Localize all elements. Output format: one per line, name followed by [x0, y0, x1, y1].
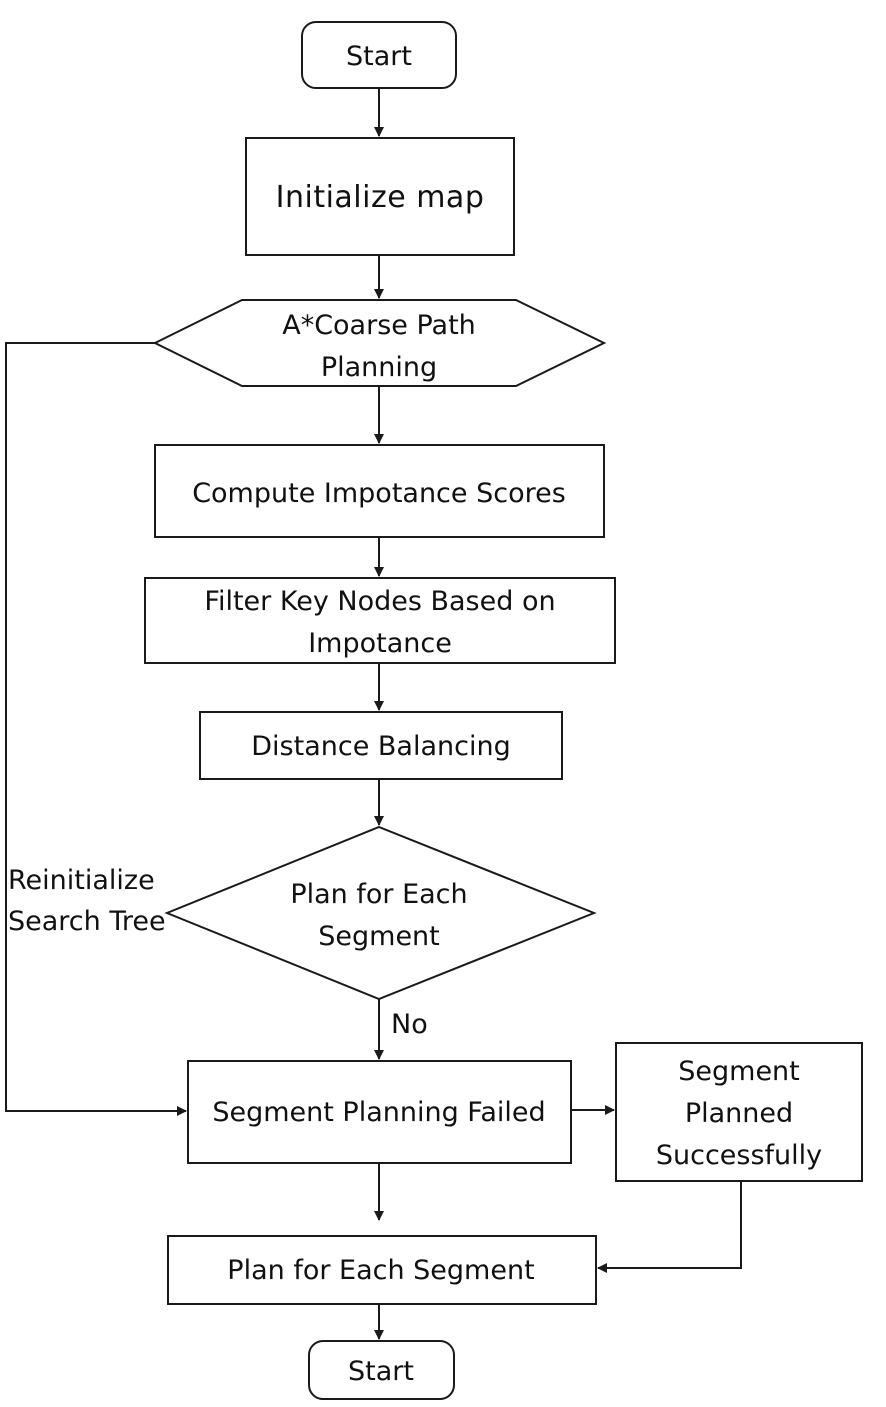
- filter-key-nodes-node: Filter Key Nodes Based on Impotance: [144, 577, 616, 664]
- start-top-label: Start: [346, 41, 412, 72]
- start-bottom-label: Start: [348, 1356, 414, 1387]
- filter-label-line1: Filter Key Nodes Based on: [204, 586, 555, 617]
- initialize-map-label: Initialize map: [276, 180, 485, 215]
- edge-label-reinitialize-line1: Reinitialize: [8, 865, 155, 896]
- coarse-path-label-line2: Planning: [321, 352, 437, 383]
- filter-label-line2: Impotance: [308, 628, 452, 659]
- arrow-success-to-plan-each: [597, 1181, 742, 1273]
- arrow-reinitialize-loop: [5, 342, 187, 1116]
- compute-scores-node: Compute Impotance Scores: [154, 444, 605, 538]
- distance-balancing-node: Distance Balancing: [199, 711, 563, 780]
- start-node-top: Start: [301, 21, 457, 89]
- decision-label-line1: Plan for Each: [290, 879, 467, 910]
- plan-each-segment-label: Plan for Each Segment: [227, 1255, 534, 1286]
- edge-label-no: No: [391, 1009, 428, 1040]
- success-label-line2: Planned: [685, 1098, 793, 1129]
- compute-scores-label: Compute Impotance Scores: [192, 478, 566, 509]
- initialize-map-node: Initialize map: [245, 137, 515, 256]
- decision-label-line2: Segment: [318, 921, 440, 952]
- plan-each-segment-decision: Plan for Each Segment: [164, 825, 597, 1001]
- segment-planned-successfully-node: Segment Planned Successfully: [615, 1042, 863, 1182]
- distance-balancing-label: Distance Balancing: [251, 731, 510, 762]
- success-label-line1: Segment: [678, 1056, 800, 1087]
- plan-each-segment-node: Plan for Each Segment: [167, 1235, 597, 1305]
- segment-planning-failed-node: Segment Planning Failed: [187, 1060, 572, 1164]
- coarse-path-label-line1: A*Coarse Path: [282, 310, 476, 341]
- start-node-bottom: Start: [308, 1340, 455, 1400]
- success-label-line3: Successfully: [656, 1140, 822, 1171]
- coarse-path-planning-node: A*Coarse Path Planning: [152, 299, 607, 387]
- edge-label-reinitialize-line2: Search Tree: [8, 906, 166, 937]
- segment-failed-label: Segment Planning Failed: [212, 1097, 545, 1128]
